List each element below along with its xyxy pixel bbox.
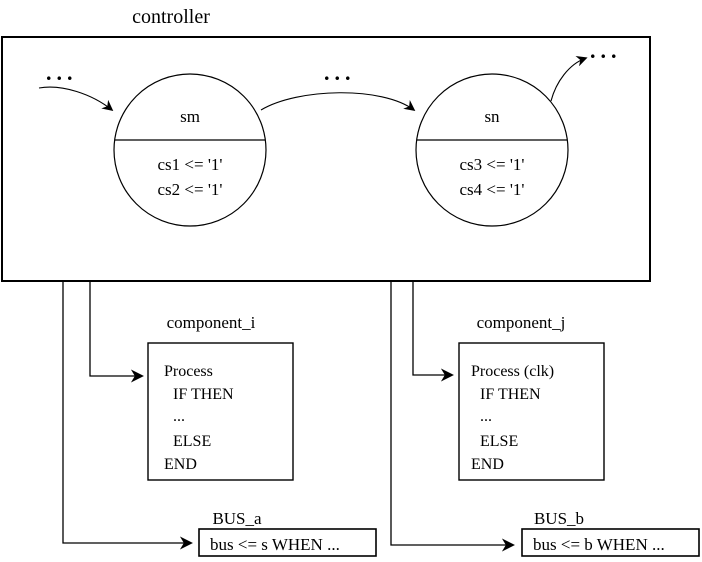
controller-title: controller — [132, 6, 210, 28]
state-sn-action: cs3 <= '1' — [460, 155, 525, 174]
process-j-line: ELSE — [480, 433, 518, 450]
bus-b-label: BUS_b — [534, 509, 584, 528]
process-j-line: Process (clk) — [471, 363, 554, 380]
state-sn-name: sn — [484, 107, 500, 126]
component-i-process-box — [147, 342, 294, 481]
connector-cs-to-component-j — [412, 281, 454, 382]
process-i-line: Process — [164, 363, 213, 380]
process-j-line: IF THEN — [480, 386, 541, 403]
state-sm-action: cs1 <= '1' — [158, 155, 223, 174]
bus-a-statement: bus <= s WHEN ... — [210, 535, 340, 554]
connector-cs-to-bus-b — [390, 281, 515, 552]
state-sn-action: cs4 <= '1' — [460, 180, 525, 199]
process-i-line: END — [164, 456, 197, 473]
controller-box — [1, 36, 651, 282]
component-j-process-box — [458, 342, 605, 481]
process-j-line: END — [471, 456, 504, 473]
component-i-label: component_i — [167, 313, 256, 332]
transition-arrow-out-of-sn — [550, 55, 588, 102]
bus-b-box — [521, 528, 700, 557]
ellipsis-right-icon: ... — [590, 38, 622, 63]
bus-a-label: BUS_a — [212, 509, 262, 528]
process-i-line: IF THEN — [173, 386, 234, 403]
connector-cs-to-component-i — [89, 281, 144, 383]
state-sm-circle — [113, 73, 267, 227]
state-sm-name: sm — [180, 107, 200, 126]
process-j-line: ... — [480, 408, 492, 425]
transition-arrow-sm-to-sn — [260, 92, 416, 111]
process-i-line: ... — [173, 408, 185, 425]
bus-a-box — [198, 528, 377, 557]
state-sm-action: cs2 <= '1' — [158, 180, 223, 199]
state-sn-circle — [415, 73, 569, 227]
ellipsis-left-icon: ... — [46, 60, 78, 85]
ellipsis-middle-icon: ... — [324, 60, 356, 85]
transition-arrow-into-sm — [38, 86, 114, 112]
bus-b-statement: bus <= b WHEN ... — [533, 535, 665, 554]
component-j-label: component_j — [477, 313, 566, 332]
process-i-line: ELSE — [173, 433, 211, 450]
connector-cs-to-bus-a — [62, 281, 193, 550]
